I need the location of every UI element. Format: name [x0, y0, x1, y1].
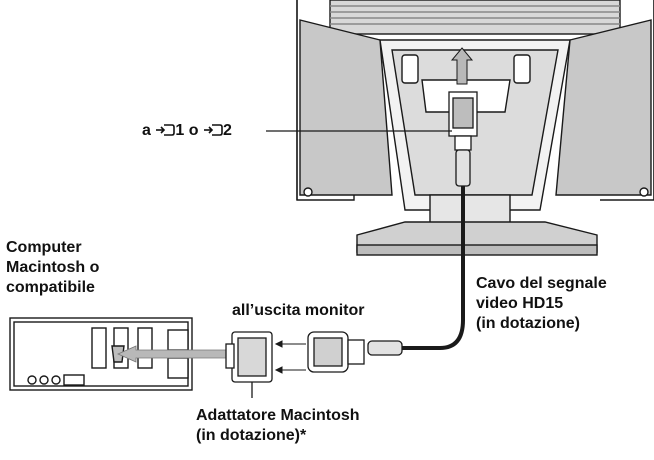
input-1-label: 1 o: [175, 122, 199, 139]
adapter-label-line: (in dotazione)*: [196, 427, 307, 444]
computer-label-line: compatibile: [6, 279, 95, 296]
cable-label: Cavo del segnale video HD15 (in dotazion…: [476, 274, 607, 334]
macintosh-adapter: [225, 331, 273, 398]
cable-label-line: video HD15: [476, 295, 564, 312]
monitor-connector: [448, 91, 478, 187]
monitor-output-label: all’uscita monitor: [232, 302, 365, 319]
input-prefix: a: [142, 122, 151, 139]
cable-label-line: Cavo del segnale: [476, 275, 607, 292]
signal-cable: [400, 186, 465, 350]
adapter-label-line: Adattatore Macintosh: [196, 407, 360, 424]
adapter-label: Adattatore Macintosh (in dotazione)*: [196, 406, 360, 446]
input-arrow-icon: [203, 124, 223, 136]
input-label: a 1 o 2: [142, 121, 232, 141]
up-arrow-icon: [450, 47, 474, 85]
plug-arrows: [274, 340, 306, 374]
cable-label-line: (in dotazione): [476, 315, 580, 332]
computer-label: Computer Macintosh o compatibile: [6, 238, 99, 298]
computer-label-line: Macintosh o: [6, 259, 100, 276]
input-arrow-icon: [156, 124, 176, 136]
computer-label-line: Computer: [6, 239, 82, 256]
cable-connector: [307, 331, 403, 373]
input-2-label: 2: [222, 122, 232, 139]
